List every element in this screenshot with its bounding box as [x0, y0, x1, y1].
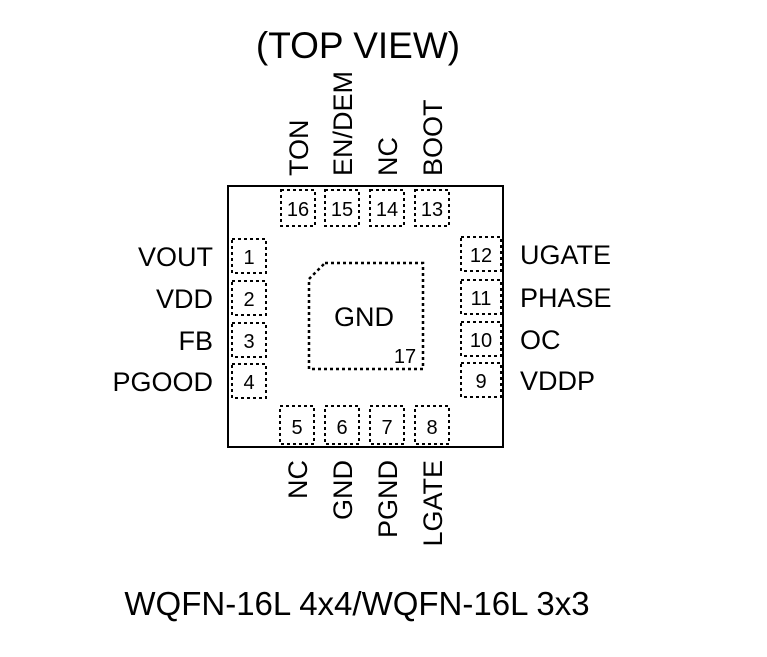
pin-16-name: TON: [284, 119, 314, 176]
pin-8-name: LGATE: [418, 460, 448, 547]
pin-14-pad: [369, 189, 405, 227]
pin-7-number: 7: [381, 417, 392, 439]
pin-2-number: 2: [243, 289, 254, 311]
pin-5-number: 5: [291, 417, 302, 439]
pin-4-name: PGOOD: [112, 367, 213, 397]
pin-11-name: PHASE: [520, 283, 612, 313]
pin-10-number: 10: [470, 330, 492, 352]
pin-9-number: 9: [475, 371, 486, 393]
pin-6-number: 6: [336, 417, 347, 439]
pin-12-name: UGATE: [520, 240, 611, 270]
pin-11-number: 11: [471, 288, 492, 310]
pin-15-number: 15: [331, 199, 353, 221]
pin-3-number: 3: [243, 331, 254, 353]
pin-15-pad: [324, 189, 360, 227]
pin-14-number: 14: [376, 199, 398, 221]
package-caption: WQFN-16L 4x4/WQFN-16L 3x3: [124, 585, 589, 622]
package-outline: [227, 185, 504, 448]
pin-2-name: VDD: [156, 284, 213, 314]
pin-12-pad: [460, 236, 502, 272]
pins-layer: 1 VOUT 2 VDD 3 FB 4 PGOOD 12 UGATE 11 PHASE 10 OC 9 VDD…: [112, 71, 611, 547]
pin-13-pad: [414, 189, 450, 227]
pin-1-pad: [231, 238, 267, 274]
pin-2-pad: [231, 280, 267, 316]
pin-10-name: OC: [520, 325, 561, 355]
pin-1-name: VOUT: [138, 242, 213, 272]
pin-5-name: NC: [283, 460, 313, 499]
pin-4-number: 4: [243, 372, 254, 394]
pin-6-name: GND: [328, 460, 358, 520]
pin-11-pad: [460, 279, 502, 315]
pin-8-number: 8: [426, 417, 437, 439]
diagram-title: (TOP VIEW): [256, 25, 460, 66]
pin-12-number: 12: [470, 245, 492, 267]
center-pad: [307, 261, 425, 371]
pin-10-pad: [460, 321, 502, 357]
pin-16-number: 16: [287, 199, 309, 221]
pin-15-name: EN/DEM: [328, 71, 358, 176]
pin-4-pad: [231, 363, 267, 399]
pin-9-pad: [460, 362, 502, 398]
pin-9-name: VDDP: [520, 366, 595, 396]
pin-7-name: PGND: [373, 460, 403, 538]
center-pad-number: 17: [394, 346, 416, 368]
pin-3-name: FB: [178, 326, 213, 356]
pin-16-pad: [280, 189, 316, 227]
pin-3-pad: [231, 322, 267, 358]
pin-13-number: 13: [421, 199, 443, 221]
center-pad-label: GND: [334, 302, 394, 332]
pin-13-name: BOOT: [418, 99, 448, 176]
pin-1-number: 1: [243, 247, 254, 269]
pin-14-name: NC: [373, 137, 403, 176]
